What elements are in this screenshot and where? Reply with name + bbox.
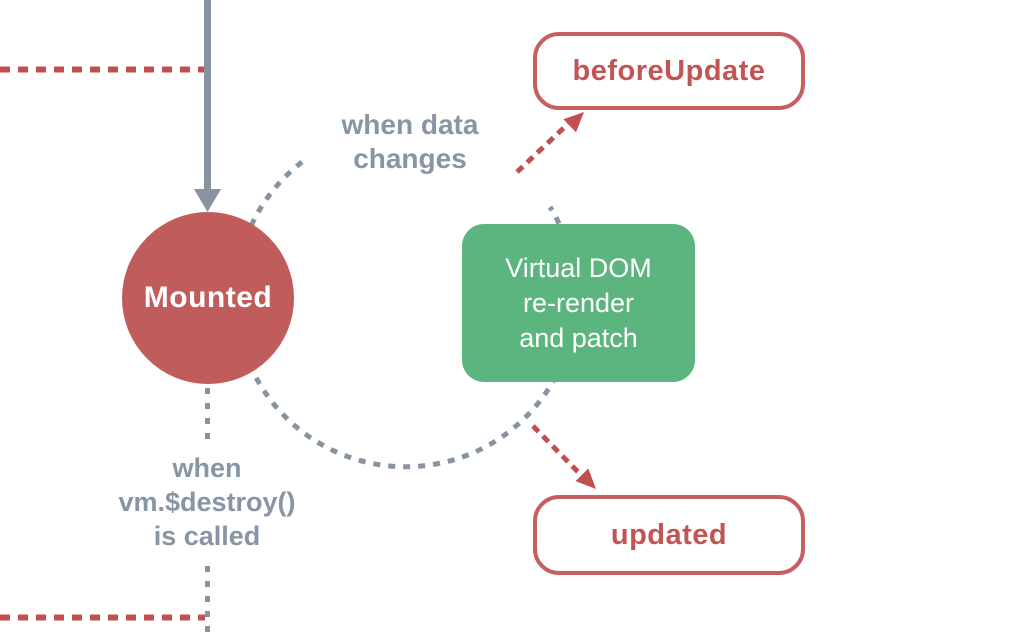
when-destroy-called-annotation: when vm.$destroy() is called bbox=[118, 453, 296, 551]
arrow-to-before-update-head-icon bbox=[563, 112, 584, 133]
before-update-node: beforeUpdate bbox=[533, 32, 805, 110]
arrow-to-before-update-line bbox=[515, 120, 572, 174]
when-data-changes-annotation: when data changes bbox=[341, 109, 479, 174]
mounted-node: Mounted bbox=[122, 212, 294, 384]
incoming-arrow-head-icon bbox=[194, 189, 221, 212]
arrow-to-updated-line bbox=[531, 424, 582, 476]
virtual-dom-label: Virtual DOM re-render and patch bbox=[505, 252, 652, 353]
arrow-to-updated-head-icon bbox=[575, 468, 596, 489]
updated-label: updated bbox=[610, 518, 728, 551]
updated-node: updated bbox=[533, 495, 805, 575]
mounted-label: Mounted bbox=[143, 281, 273, 314]
before-update-label: beforeUpdate bbox=[572, 54, 766, 87]
virtual-dom-node: Virtual DOM re-render and patch bbox=[462, 224, 695, 382]
